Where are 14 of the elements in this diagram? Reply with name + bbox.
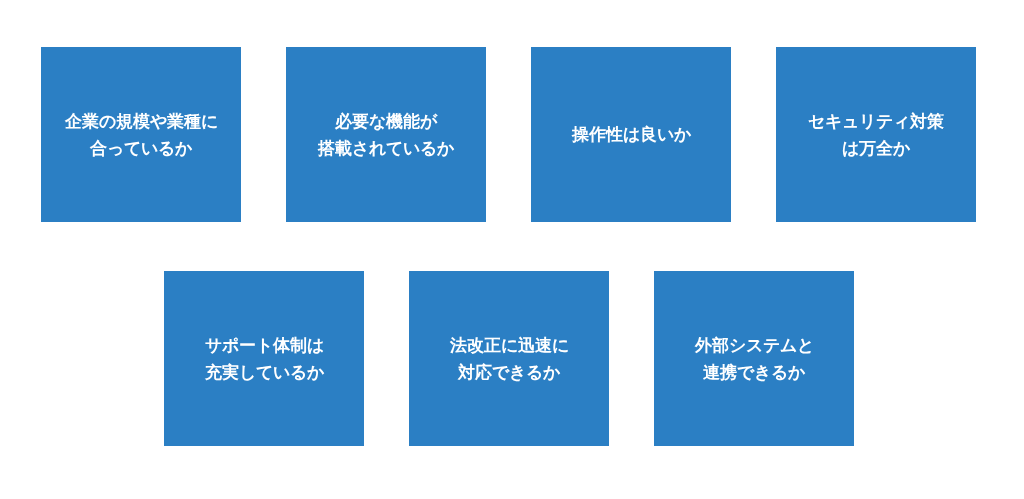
criteria-box (654, 271, 854, 446)
criteria-box (409, 271, 609, 446)
criteria-box (164, 271, 364, 446)
criteria-box (41, 47, 241, 222)
criteria-box (531, 47, 731, 222)
criteria-text: セキュリティ対策は万全か (808, 110, 944, 160)
criteria-text: 企業の規模や業種に合っているか (64, 110, 218, 160)
criteria-text: 操作性は良いか (571, 123, 691, 147)
criteria-text: 必要な機能が搭載されているか (318, 110, 454, 160)
criteria-box (776, 47, 976, 222)
criteria-text: サポート体制は充実しているか (204, 334, 324, 384)
criteria-text: 外部システムと連携できるか (694, 334, 814, 384)
criteria-text: 法改正に迅速に対応できるか (449, 334, 569, 384)
criteria-box (286, 47, 486, 222)
